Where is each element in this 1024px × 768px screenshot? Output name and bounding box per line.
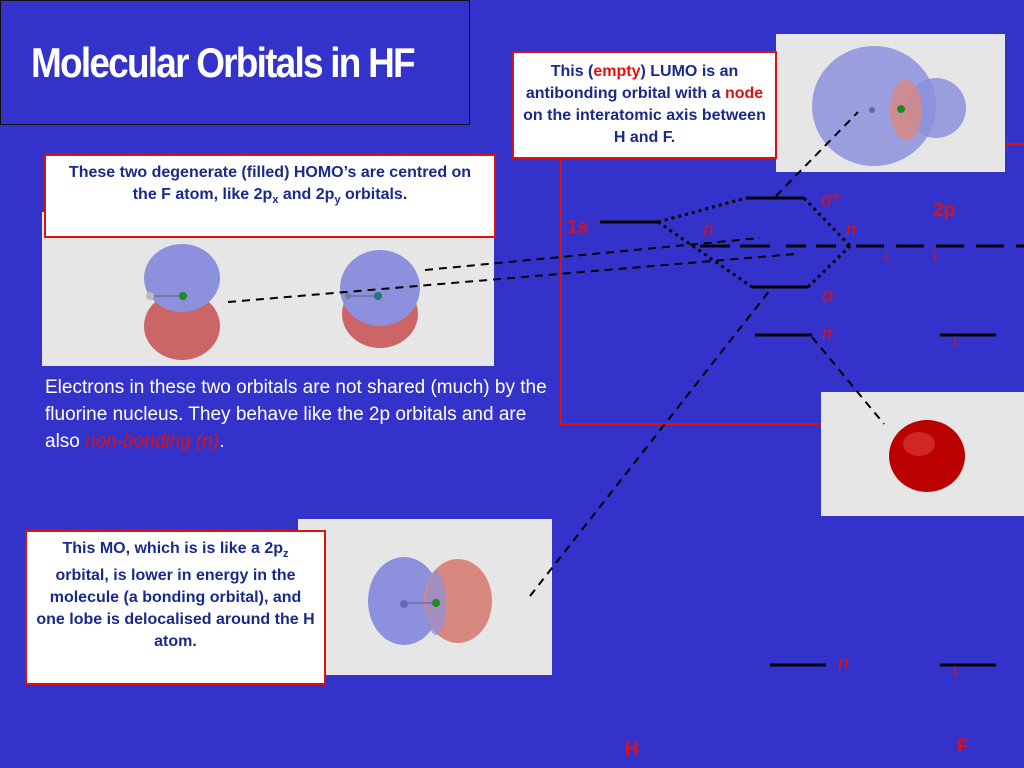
correlation-lines [657,196,852,289]
bonding-orbital-svg [368,557,492,645]
atom-f-label: F [957,736,969,757]
bonding-orbital-image [298,519,552,675]
n-label-4: n [838,654,849,675]
n-label-3: n [822,324,833,345]
title-box: Molecular Orbitals in HF [0,0,470,125]
homo-orbitals-svg [144,244,420,360]
f-2s-orbital-image [821,392,1024,516]
n-label-1: n [703,220,714,241]
pointer-lines [227,111,885,597]
f-2p-label: 2p [933,200,955,221]
electron-arrow-1: ↓ [881,244,891,265]
nonbonding-paragraph: Electrons in these two orbitals are not … [45,377,547,452]
h-1s-label: 1s [567,217,588,238]
homo-callout: These two degenerate (filled) HOMO’s are… [44,154,496,238]
nonbonding-term: non-bonding (n) [85,431,220,452]
lumo-orbital-svg [812,46,966,166]
atom-h-label: H [625,739,639,760]
lumo-orbital-image [776,34,1005,172]
empty-highlight: empty [593,63,641,80]
electron-arrow-2: ↓ [930,244,940,265]
sigma-label: σ [822,286,835,307]
electron-arrow-4: ↓ [950,660,960,681]
lumo-callout: This (empty) LUMO is an antibonding orbi… [512,51,777,159]
node-highlight: node [724,85,764,102]
bonding-callout: This MO, which is is like a 2pz orbital,… [25,530,326,685]
sigma-star-label: σ* [821,190,840,211]
f-2s-orbital-svg [889,420,965,492]
slide-title: Molecular Orbitals in HF [31,39,416,86]
electron-arrow-3: ↓ [950,330,960,351]
n-label-2: n [846,220,857,241]
